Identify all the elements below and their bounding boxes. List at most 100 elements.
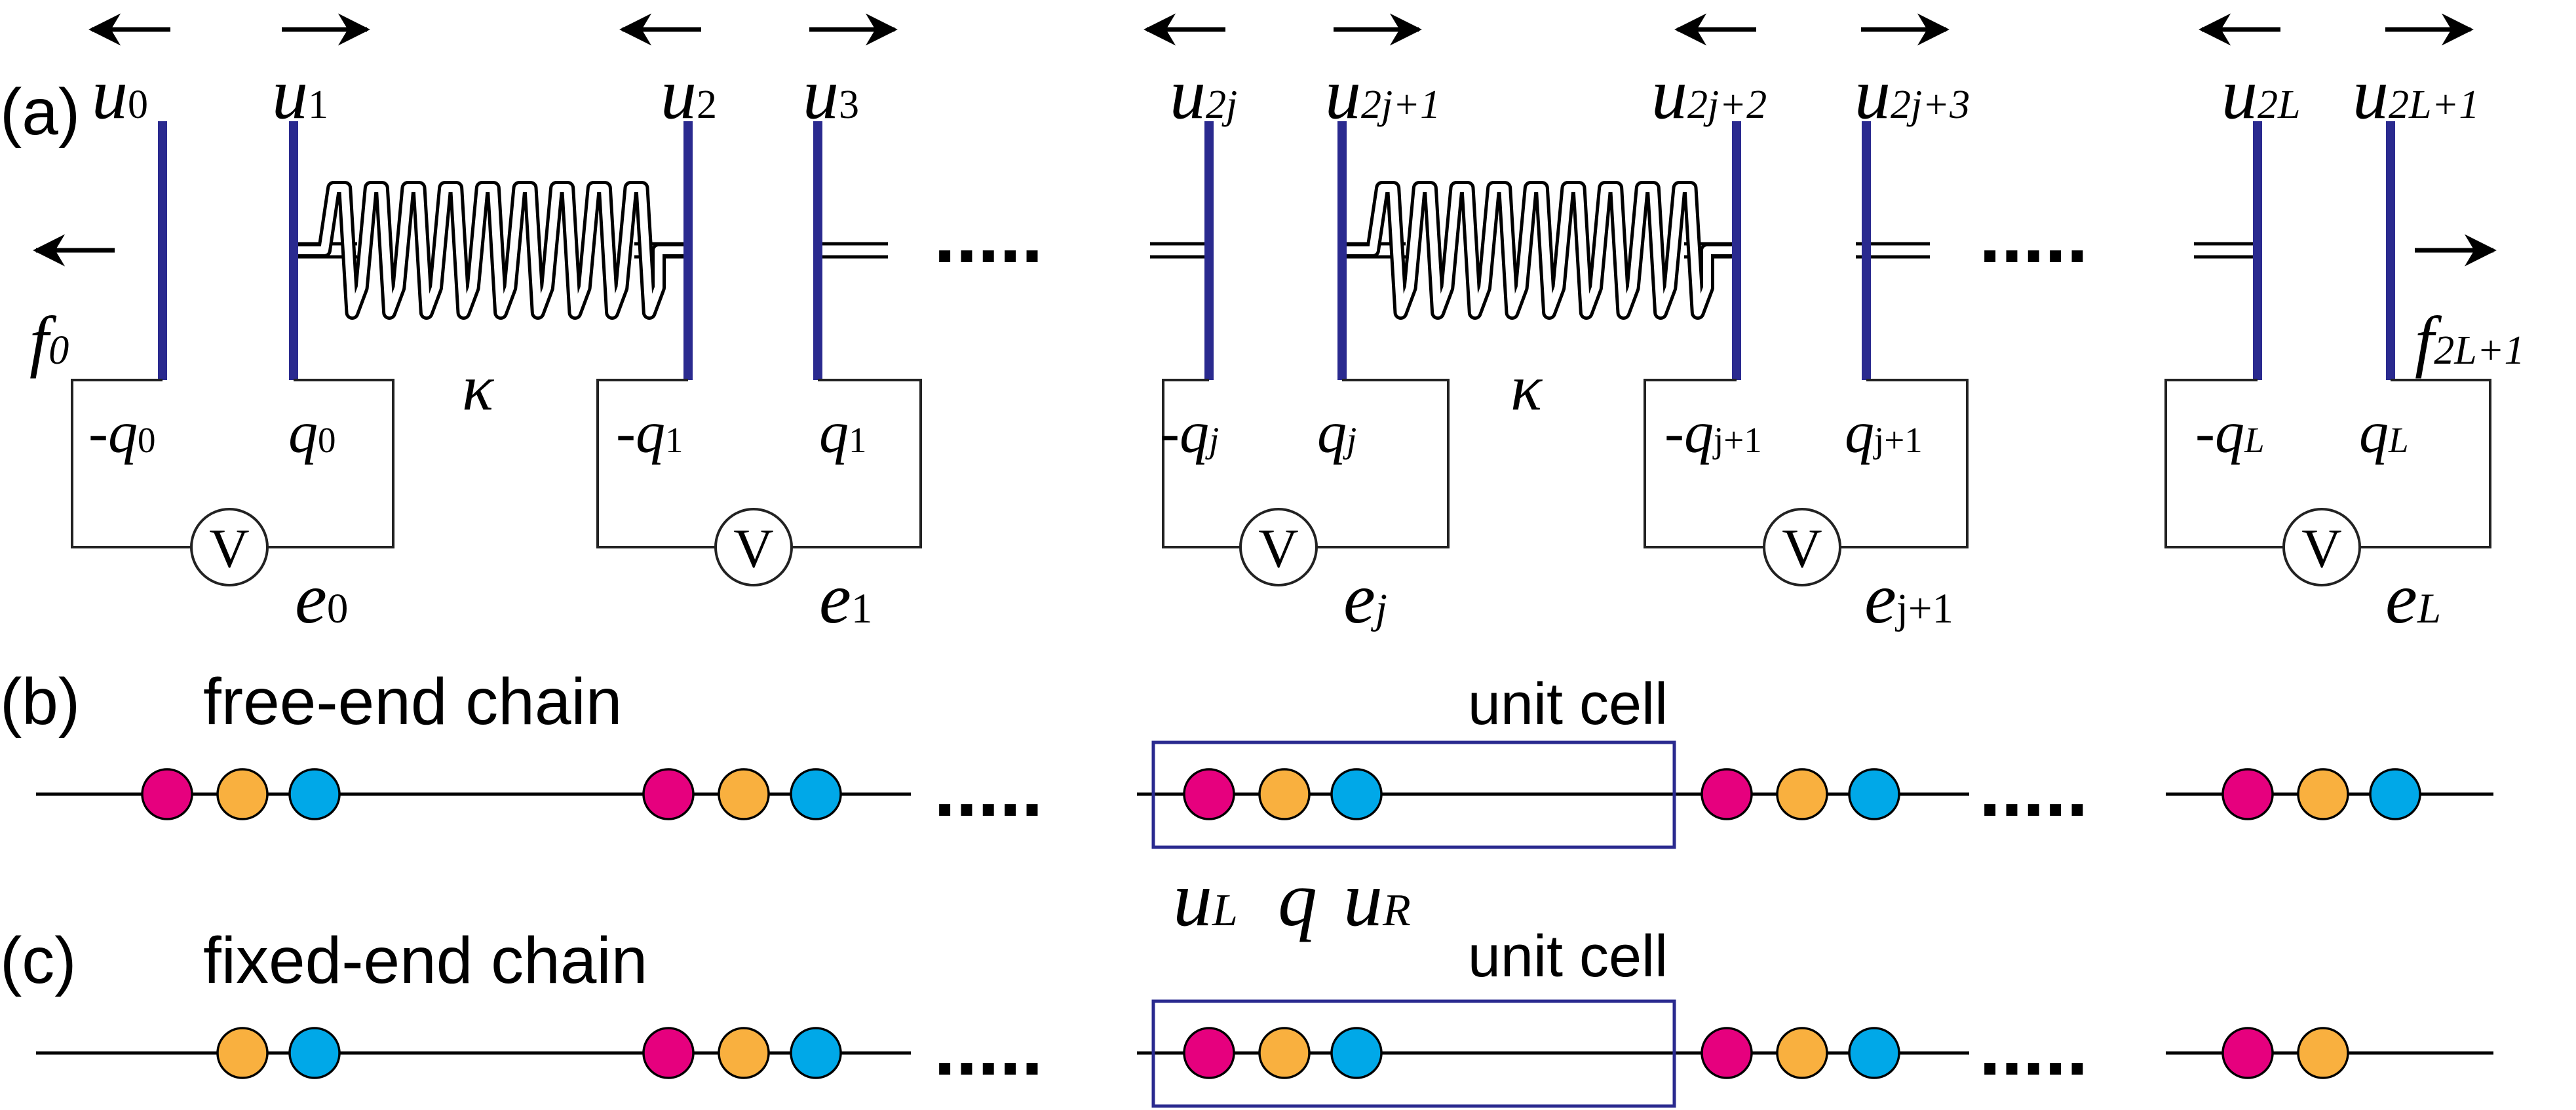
site-dot-uR [1330, 1027, 1383, 1079]
springs [298, 181, 1733, 320]
ellipsis-c-1: ..... [934, 1004, 1043, 1092]
site-dot-q [216, 1027, 269, 1079]
site-dot-uR [790, 768, 842, 820]
panel-b: (b) free-end chain unit cell ..... .....… [0, 665, 2493, 942]
site-dot-uR [288, 1027, 341, 1079]
spring-2 [1347, 184, 1733, 316]
charge-neg-L: -qL [2195, 400, 2265, 465]
site-dot-uR [1330, 768, 1383, 820]
ellipsis-b-2: ..... [1979, 745, 2088, 833]
u2-label: u2 [661, 54, 717, 134]
ellipsis-a-2: ..... [1979, 191, 2088, 279]
panel-c-title: fixed-end chain [203, 924, 647, 997]
site-dot-uL [2221, 768, 2274, 820]
ellipsis-a-1: ..... [934, 191, 1043, 279]
f2L1-label: f2L+1 [2415, 302, 2525, 379]
emf-1: e1 [819, 558, 872, 638]
panel-c: (c) fixed-end chain unit cell ..... ....… [0, 924, 2493, 1108]
charge-neg-j: -qj [1160, 400, 1219, 465]
sites-b [141, 768, 2421, 820]
site-dot-q [2297, 1027, 2349, 1079]
emf-L: eL [2385, 558, 2441, 638]
panel-a: (a) u0 u1 u2 u3 u2j u2j+1 u2j+2 u2j+3 u2… [0, 13, 2525, 638]
charge-neg-j1: -qj+1 [1664, 400, 1762, 465]
f0-label: f0 [29, 302, 69, 379]
charge-neg-1: -q1 [616, 400, 683, 465]
site-dot-q [1776, 768, 1828, 820]
u2L1-label: u2L+1 [2353, 54, 2479, 134]
panel-b-label: (b) [0, 665, 80, 738]
u1-label: u1 [272, 54, 328, 134]
panel-c-label: (c) [0, 924, 77, 997]
kappa-label-1: κ [462, 351, 495, 424]
panel-b-cell-label: unit cell [1468, 672, 1668, 737]
site-dot-q [1776, 1027, 1828, 1079]
site-dot-uR [2369, 768, 2421, 820]
spring-1 [298, 184, 685, 316]
site-dot-uL [1701, 1027, 1753, 1079]
circuit-L: V -qL qL eL [2164, 379, 2491, 638]
u2L-label: u2L [2221, 54, 2300, 134]
u2j2-label: u2j+2 [1651, 54, 1767, 134]
voltage-symbol: V [209, 518, 249, 579]
ellipsis-c-2: ..... [1979, 1004, 2088, 1092]
u2j1-label: u2j+1 [1325, 54, 1440, 134]
circuits: V -q0 q0 e0 V -q1 q1 e1 V -qj [71, 379, 2491, 638]
panel-a-label: (a) [0, 75, 80, 149]
site-dot-q [718, 1027, 770, 1079]
unit-cell-box [1151, 740, 1676, 849]
site-dot-uR [1848, 1027, 1900, 1079]
site-dot-q [1258, 768, 1311, 820]
voltage-source-icon [190, 508, 269, 586]
circuit-j1: V -qj+1 qj+1 ej+1 [1644, 379, 1969, 638]
emf-0: e0 [295, 558, 348, 638]
site-dot-uR [1848, 768, 1900, 820]
charge-pos-0: q0 [288, 400, 336, 465]
panel-c-cell-label: unit cell [1468, 924, 1668, 989]
capacitor-plates [158, 121, 2395, 380]
circuit-1: V -q1 q1 e1 [596, 379, 922, 638]
site-dot-uL [1183, 768, 1235, 820]
site-dot-q [2297, 768, 2349, 820]
charge-pos-1: q1 [819, 400, 867, 465]
kappa-label-2: κ [1510, 351, 1543, 424]
site-dot-uL [1701, 768, 1753, 820]
ellipsis-b-1: ..... [934, 745, 1043, 833]
voltage-source-icon [1239, 508, 1318, 586]
site-dot-q [1258, 1027, 1311, 1079]
voltage-symbol: V [1782, 518, 1822, 579]
sites-c [216, 1027, 2349, 1079]
site-labels: uL q uR [1173, 855, 1411, 942]
u3-label: u3 [803, 54, 859, 134]
site-label-uL: uL [1173, 855, 1238, 942]
circuit-0: V -q0 q0 e0 [71, 379, 394, 638]
voltage-symbol: V [2301, 518, 2341, 579]
displacement-labels: u0 u1 u2 u3 u2j u2j+1 u2j+2 u2j+3 u2L u2… [92, 54, 2479, 134]
unit-cell-box [1151, 999, 1676, 1108]
site-dot-q [718, 768, 770, 820]
site-dot-q [216, 768, 269, 820]
voltage-symbol: V [1258, 518, 1298, 579]
voltage-source-icon [1763, 508, 1841, 586]
charge-neg-0: -q0 [88, 400, 155, 465]
emf-j: ej [1343, 558, 1387, 638]
circuit-j: V -qj qj ej [1160, 379, 1450, 638]
u2j-label: u2j [1170, 54, 1237, 134]
charge-pos-j1: qj+1 [1845, 400, 1923, 465]
u0-label: u0 [92, 54, 148, 134]
site-label-uR: uR [1343, 855, 1411, 942]
site-dot-uR [790, 1027, 842, 1079]
site-dot-uR [288, 768, 341, 820]
site-dot-uL [642, 768, 695, 820]
site-dot-uL [141, 768, 193, 820]
voltage-source-icon [2282, 508, 2361, 586]
site-dot-uL [1183, 1027, 1235, 1079]
site-label-q: q [1278, 855, 1317, 942]
emf-j1: ej+1 [1864, 558, 1953, 638]
voltage-source-icon [714, 508, 793, 586]
u2j3-label: u2j+3 [1855, 54, 1970, 134]
charge-pos-j: qj [1317, 400, 1356, 465]
site-dot-uL [642, 1027, 695, 1079]
site-dot-uL [2221, 1027, 2274, 1079]
